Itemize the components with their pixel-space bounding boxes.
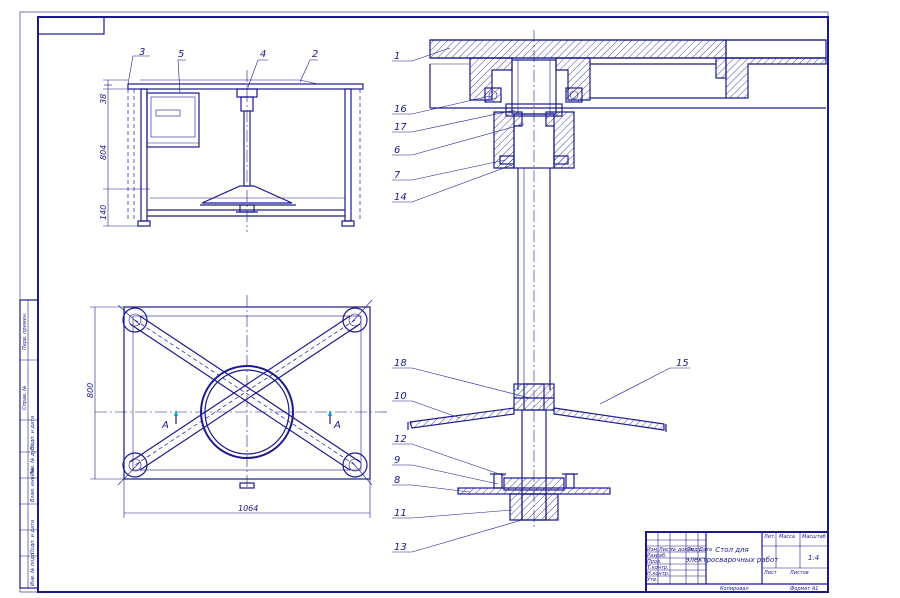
label-18: 18 [394, 358, 407, 369]
dim-height-total: 804 [99, 145, 108, 160]
side-stamp-3: Подп. и дата [30, 416, 36, 450]
tb-row-sign: Подп. [687, 547, 702, 553]
tb-row-izm: Изм. [647, 547, 659, 553]
label-15: 15 [676, 358, 689, 369]
label-9: 9 [394, 455, 400, 466]
tb-row-prov: Пров. [647, 559, 662, 565]
side-stamp-7: Инв. № подл. [30, 552, 36, 587]
title-block: Изм. Лист № докум. Подп. Дата Разраб. Пр… [645, 531, 829, 593]
label-5: 5 [178, 49, 184, 60]
side-stamp-6: Подп. и дата [30, 520, 36, 554]
side-stamp: Перв. примен. Справ. № Подп. и дата Инв.… [19, 299, 39, 589]
plan-view: A A 800 1064 [86, 295, 390, 518]
tb-row-tkontr: Т.контр. [647, 565, 669, 571]
label-4: 4 [260, 49, 266, 60]
tb-row-utv: Утв. [647, 577, 658, 583]
label-1: 1 [394, 51, 400, 62]
section-assembly: 1 16 17 6 7 14 18 10 12 9 8 11 13 15 [392, 30, 827, 553]
tb-row-nkontr: Н.контр. [647, 571, 669, 577]
side-stamp-2: Справ. № [22, 386, 28, 410]
tb-row-razrab: Разраб. [647, 553, 667, 559]
tb-scale-value: 1:4 [808, 554, 819, 562]
label-8: 8 [394, 475, 400, 486]
tb-sheets: Листов [789, 570, 809, 576]
front-view: 38 804 140 3 5 4 2 [99, 47, 364, 232]
dim-plan-height: 800 [86, 383, 95, 398]
label-11: 11 [394, 508, 407, 519]
dim-height-top: 38 [99, 94, 108, 104]
label-13: 13 [394, 542, 407, 553]
side-stamp-4: Инв. № дубл. [30, 442, 36, 476]
tb-row-date: Дата [698, 547, 712, 553]
label-14: 14 [394, 192, 407, 203]
label-7: 7 [394, 170, 401, 181]
label-2: 2 [312, 49, 318, 60]
tb-row-list: Лист [658, 547, 673, 553]
tb-copied: Копировал [720, 586, 749, 592]
section-mark-right: A [333, 420, 341, 431]
side-stamp-1: Перв. примен. [22, 312, 28, 350]
tb-format: Формат А1 [790, 586, 818, 592]
label-17: 17 [394, 122, 407, 133]
label-6: 6 [394, 145, 400, 156]
top-left-stamp [37, 16, 105, 35]
tb-row-doc: № докум. [670, 547, 696, 553]
section-mark-left: A [161, 420, 169, 431]
tb-sheet: Лист [763, 570, 778, 576]
tb-col-mass: Масса [779, 534, 795, 540]
tb-col-scale: Масштаб [802, 534, 826, 540]
dim-height-low: 140 [99, 205, 108, 220]
dim-plan-width: 1064 [238, 504, 258, 513]
tb-col-lit: Лит. [763, 534, 776, 540]
label-16: 16 [394, 104, 407, 115]
label-10: 10 [394, 391, 407, 402]
tb-title-line1: Стол для [715, 546, 748, 554]
label-3: 3 [139, 47, 145, 58]
side-stamp-5: Взам. инв. № [30, 468, 36, 502]
tb-title-line2: электросварочных работ [686, 556, 780, 564]
label-12: 12 [394, 434, 407, 445]
